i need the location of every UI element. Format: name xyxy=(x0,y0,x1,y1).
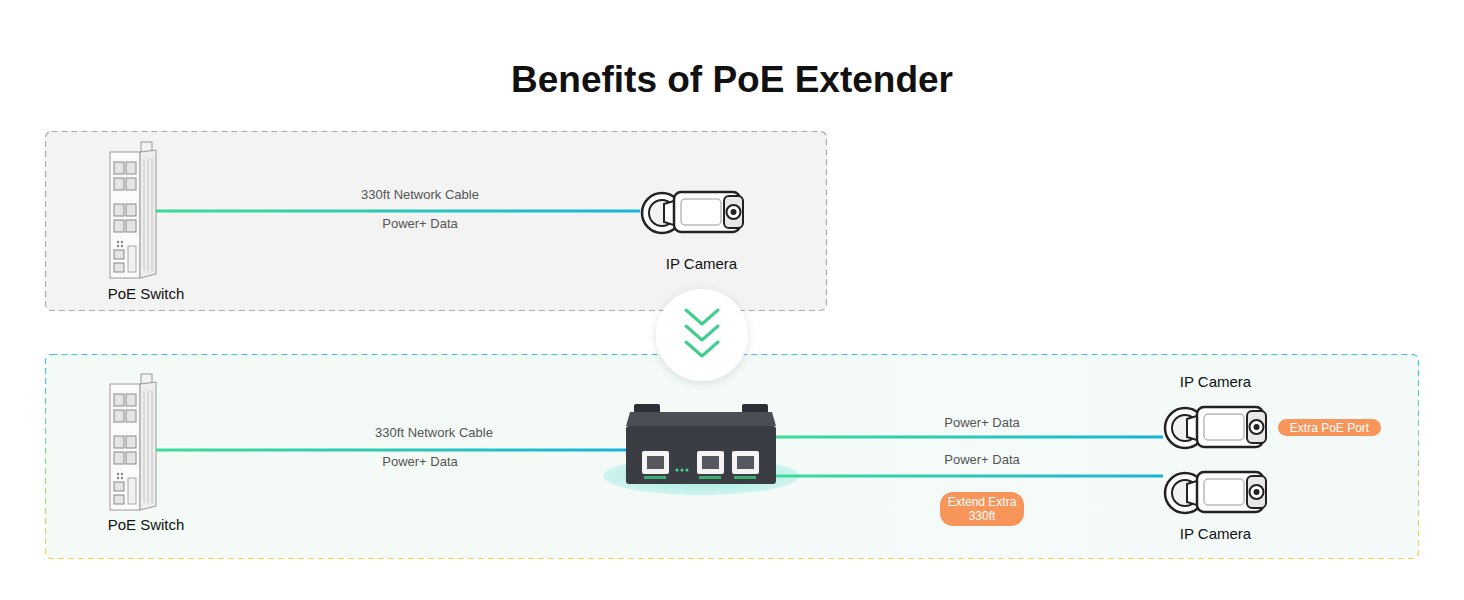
cable-line xyxy=(156,210,640,213)
camera-node: IP Camera xyxy=(1163,468,1268,516)
extender-node xyxy=(626,405,776,485)
cable-line xyxy=(156,449,626,452)
cable-connector xyxy=(776,436,1163,439)
callout-text: Extend Extra 330ft xyxy=(944,495,1020,523)
camera-illustration xyxy=(642,192,743,233)
after-panel xyxy=(46,355,1419,559)
cable-line xyxy=(776,436,1163,439)
camera-illustration xyxy=(1165,407,1266,448)
callout-pill: Extra PoE Port xyxy=(1278,419,1381,436)
edge-label: Power+ Data xyxy=(944,415,1020,431)
cable-note: Power+ Data xyxy=(382,454,458,470)
node-label: PoE Switch xyxy=(108,285,185,303)
node-label: IP Camera xyxy=(1180,525,1251,543)
camera-node: IP Camera xyxy=(1163,403,1268,451)
edge-label: 330ft Network Cable xyxy=(361,187,479,203)
node-label: PoE Switch xyxy=(108,516,185,534)
camera-node: IP Camera xyxy=(640,188,745,236)
camera-illustration xyxy=(1165,472,1266,513)
cable-connector xyxy=(156,449,626,452)
edge-label: Power+ Data xyxy=(944,452,1020,468)
callout-pill: Extend Extra 330ft xyxy=(940,492,1024,526)
switch-illustration xyxy=(110,142,156,278)
transition-arrow xyxy=(656,289,748,381)
cable-line xyxy=(776,475,1163,478)
switch-node: PoE Switch xyxy=(110,382,156,510)
switch-node: PoE Switch xyxy=(110,150,156,278)
extender-illustration xyxy=(626,404,776,484)
diagram-title: Benefits of PoE Extender xyxy=(0,58,1464,102)
cable-connector xyxy=(156,210,640,213)
callout-text: Extra PoE Port xyxy=(1290,421,1369,435)
switch-illustration xyxy=(110,374,156,510)
cable-connector xyxy=(776,475,1163,478)
before-panel xyxy=(46,132,827,311)
cable-note: Power+ Data xyxy=(382,216,458,232)
edge-label: 330ft Network Cable xyxy=(375,425,493,441)
node-label: IP Camera xyxy=(1180,373,1251,391)
node-label: IP Camera xyxy=(666,255,737,273)
